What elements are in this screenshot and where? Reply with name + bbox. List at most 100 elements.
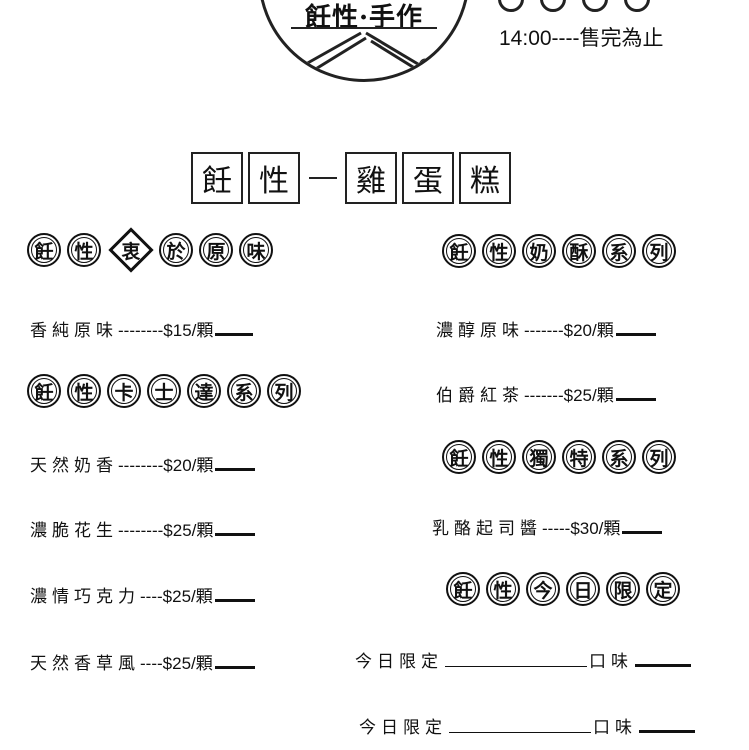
heading-char: 系 <box>602 440 636 474</box>
item-name: 伯爵紅茶 <box>436 386 524 406</box>
heading-char: 性 <box>486 572 520 606</box>
item-dashes: ------- <box>524 321 564 340</box>
crossed-knives-icon <box>289 31 443 79</box>
item-price: $15/顆 <box>163 321 214 340</box>
heading-char-diamond: 衷 <box>108 227 154 273</box>
quantity-blank <box>214 585 255 602</box>
item-dashes: ------- <box>524 386 564 405</box>
quantity-blank <box>215 319 254 336</box>
heading-char: 性 <box>482 440 516 474</box>
menu-item: 濃醇原味 ------- $20/顆 <box>436 316 656 341</box>
business-hours: 14:00----售完為止 <box>499 27 664 50</box>
heading-char: 獨 <box>522 440 556 474</box>
quantity-blank <box>214 652 255 669</box>
section-heading-today: 飪 性 今 日 限 定 <box>446 572 686 606</box>
heading-char: 日 <box>566 572 600 606</box>
title-char: 性 <box>248 152 300 204</box>
heading-char: 特 <box>562 440 596 474</box>
heading-char: 系 <box>602 234 636 268</box>
item-name: 今日限定 <box>359 718 447 738</box>
item-name: 濃醇原味 <box>436 321 524 341</box>
menu-item: 濃情巧克力 ---- $25/顆 <box>30 582 255 607</box>
item-price: $20/顆 <box>163 456 214 475</box>
quantity-blank <box>615 384 656 401</box>
item-name: 乳酪起司醬 <box>432 519 542 539</box>
heading-char: 性 <box>67 233 101 267</box>
heading-char: 士 <box>147 374 181 408</box>
circle-outline-icon <box>582 0 609 12</box>
heading-char: 列 <box>267 374 301 408</box>
heading-char: 原 <box>199 233 233 267</box>
item-name: 香純原味 <box>30 321 118 341</box>
heading-char: 飪 <box>446 572 480 606</box>
heading-char: 飪 <box>27 233 61 267</box>
title-char: 糕 <box>459 152 511 204</box>
menu-item: 濃脆花生 -------- $25/顆 <box>30 516 256 541</box>
item-dashes: ---- <box>140 587 163 606</box>
item-dashes: ---- <box>140 654 163 673</box>
logo-underline <box>291 27 437 29</box>
menu-item: 天然奶香 -------- $20/顆 <box>30 451 256 476</box>
heading-char: 達 <box>187 374 221 408</box>
heading-char: 列 <box>642 440 676 474</box>
heading-char: 於 <box>159 233 193 267</box>
heading-char: 飪 <box>442 440 476 474</box>
item-price: $25/顆 <box>162 654 213 673</box>
heading-char: 衷 <box>121 240 141 263</box>
title-char: 蛋 <box>402 152 454 204</box>
menu-item: 香純原味 -------- $15/顆 <box>30 316 254 341</box>
item-price: $20/顆 <box>563 321 614 340</box>
menu-item: 伯爵紅茶 ------- $25/顆 <box>436 381 656 406</box>
section-heading-milk: 飪 性 奶 酥 系 列 <box>442 234 682 268</box>
heading-char: 列 <box>642 234 676 268</box>
title-dash <box>309 177 337 179</box>
item-suffix: 口味 <box>589 652 633 672</box>
quantity-blank <box>215 519 256 536</box>
heading-char: 酥 <box>562 234 596 268</box>
menu-item: 今日限定 口味 <box>359 713 695 738</box>
heading-char: 系 <box>227 374 261 408</box>
heading-char: 奶 <box>522 234 556 268</box>
item-dashes: -------- <box>118 521 164 540</box>
item-dashes: -------- <box>118 456 164 475</box>
circle-outline-icon <box>624 0 651 12</box>
item-price: $25/顆 <box>563 386 614 405</box>
item-price: $25/顆 <box>163 521 214 540</box>
heading-char: 飪 <box>442 234 476 268</box>
heading-char: 今 <box>526 572 560 606</box>
heading-char: 飪 <box>27 374 61 408</box>
heading-char: 限 <box>606 572 640 606</box>
item-price: $25/顆 <box>162 587 213 606</box>
menu-item: 乳酪起司醬 ----- $30/顆 <box>432 514 663 539</box>
title-char: 飪 <box>191 152 243 204</box>
heading-char: 卡 <box>107 374 141 408</box>
section-heading-special: 飪 性 獨 特 系 列 <box>442 440 682 474</box>
decorative-dots <box>498 0 661 16</box>
menu-title: 飪 性 雞 蛋 糕 <box>191 152 516 204</box>
section-heading-custard: 飪 性 卡 士 達 系 列 <box>27 374 307 408</box>
item-name: 天然香草風 <box>30 654 140 674</box>
item-dashes: ----- <box>542 519 571 538</box>
item-suffix: 口味 <box>593 718 637 738</box>
circle-outline-icon <box>540 0 567 12</box>
circle-outline-icon <box>498 0 524 12</box>
quantity-blank <box>635 650 691 667</box>
item-name: 濃情巧克力 <box>30 587 140 607</box>
quantity-blank <box>622 517 663 534</box>
logo: 飪性·手作 <box>258 0 470 82</box>
title-char: 雞 <box>345 152 397 204</box>
section-heading-original: 飪 性 衷 於 原 味 <box>27 227 279 273</box>
item-name: 濃脆花生 <box>30 521 118 541</box>
menu-item: 天然香草風 ---- $25/顆 <box>30 649 255 674</box>
item-name: 天然奶香 <box>30 456 118 476</box>
flavor-blank <box>449 718 591 733</box>
item-price: $30/顆 <box>570 519 621 538</box>
menu-item: 今日限定 口味 <box>355 647 691 672</box>
heading-char: 味 <box>239 233 273 267</box>
flavor-blank <box>445 652 587 667</box>
quantity-blank <box>215 454 256 471</box>
quantity-blank <box>615 319 656 336</box>
item-name: 今日限定 <box>355 652 443 672</box>
heading-char: 定 <box>646 572 680 606</box>
item-dashes: -------- <box>118 321 164 340</box>
